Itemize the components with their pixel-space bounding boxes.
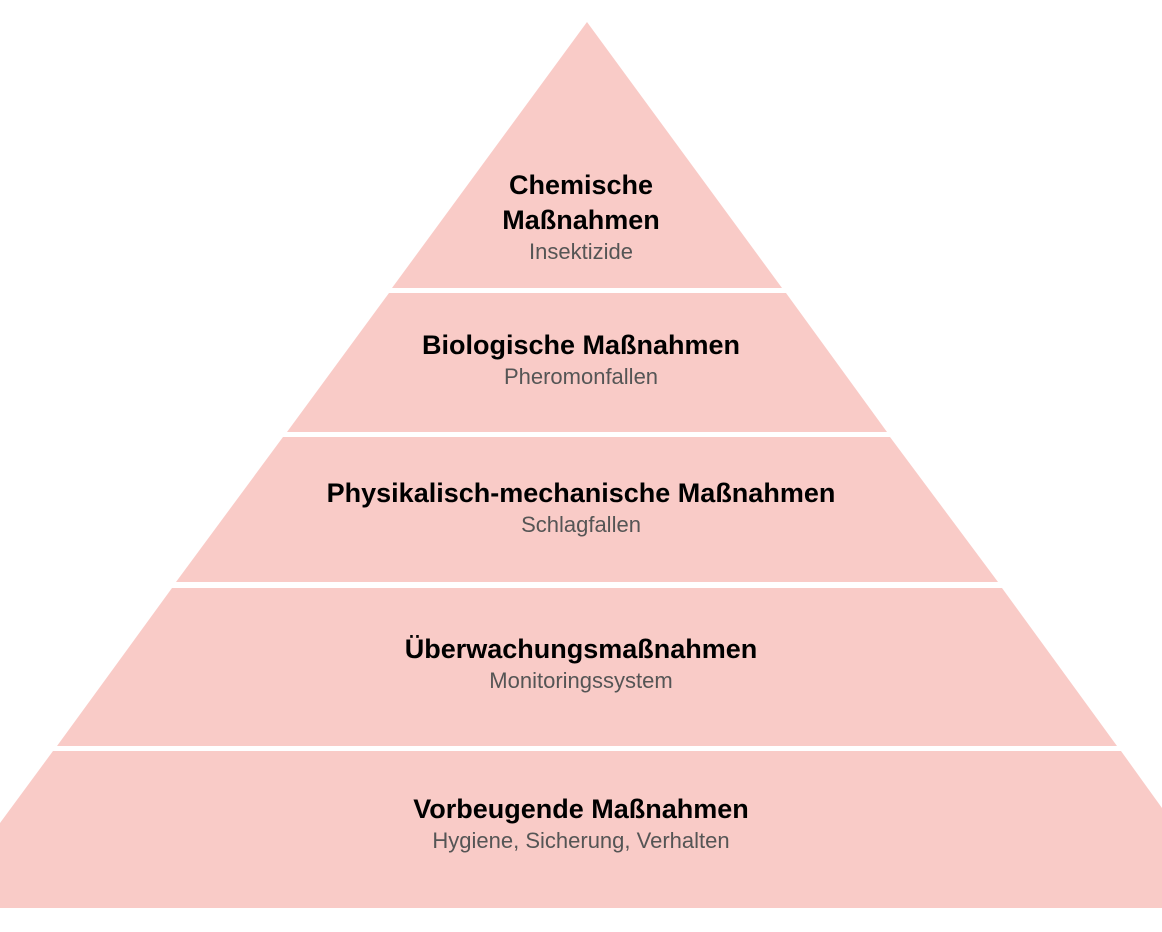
pyramid-tier-4-shape (57, 588, 1117, 746)
pyramid-tier-3-shape (176, 437, 998, 582)
pyramid-tier-5-shape (0, 751, 1162, 908)
pyramid-tier-2-shape (287, 293, 887, 432)
pyramid-tier-1-shape (392, 22, 782, 288)
